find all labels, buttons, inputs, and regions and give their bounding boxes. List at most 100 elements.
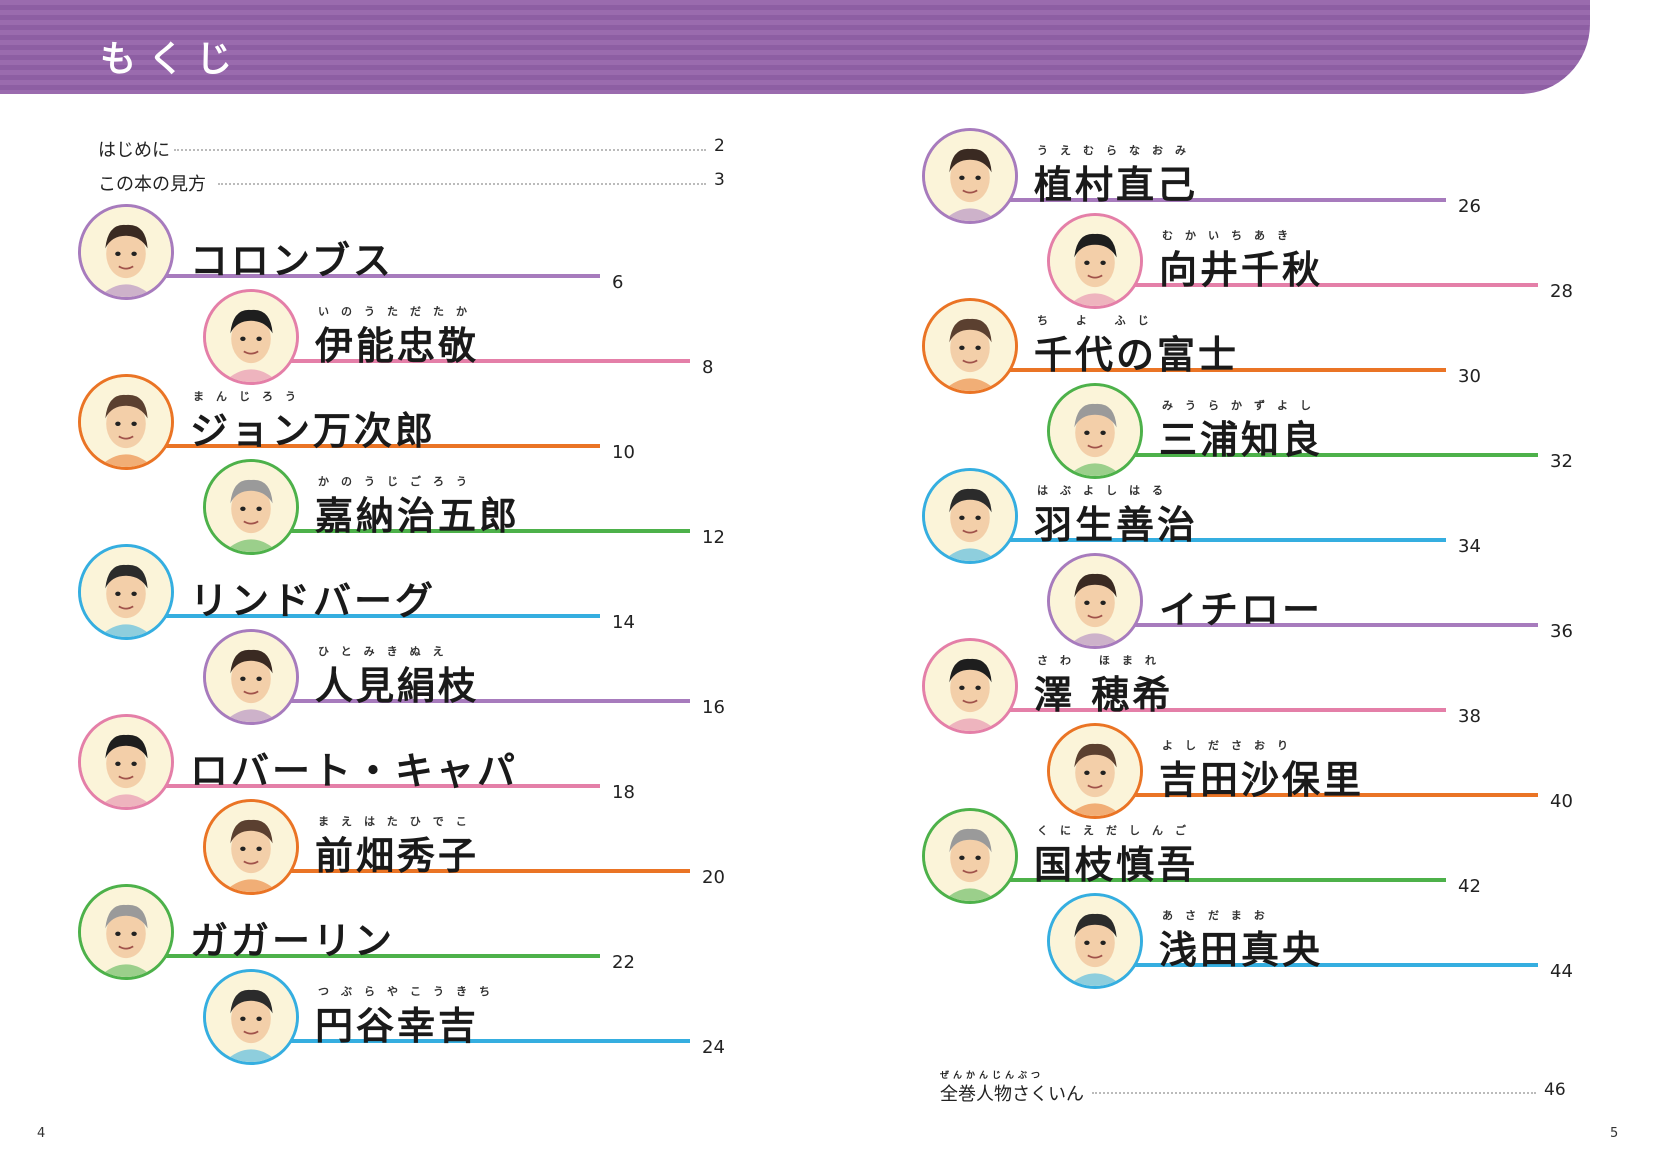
person-name: 向井千秋 — [1159, 248, 1324, 292]
leader-dots — [174, 149, 706, 151]
page-number: 20 — [702, 867, 725, 888]
person-name: イチロー — [1159, 588, 1324, 632]
page-number: 24 — [702, 1037, 725, 1058]
portrait-avatar — [203, 969, 299, 1065]
leader-dots — [218, 183, 706, 185]
page-title: もくじ — [100, 39, 245, 80]
name-ruby: むかいちあき — [1162, 229, 1300, 242]
page-number: 6 — [612, 272, 624, 293]
page-number: 12 — [702, 527, 725, 548]
person-name: ロバート・キャパ — [190, 749, 519, 793]
name-ruby: つぶらやこうきち — [318, 985, 502, 998]
portrait-avatar — [78, 714, 174, 810]
entry-rule — [1010, 538, 1446, 542]
portrait-avatar — [1047, 893, 1143, 989]
entry-rule — [1135, 793, 1538, 797]
entry-rule — [1135, 453, 1538, 457]
portrait-avatar — [203, 799, 299, 895]
page-number-right: 5 — [1610, 1126, 1619, 1141]
person-name: コロンブス — [190, 239, 394, 283]
page-number: 18 — [612, 782, 635, 803]
portrait-avatar — [922, 468, 1018, 564]
person-name: 三浦知良 — [1159, 418, 1324, 462]
name-ruby: さわ ほまれ — [1037, 654, 1168, 667]
page-number: 40 — [1550, 791, 1573, 812]
toc-row-label: 全巻人物さくいん — [940, 1084, 1084, 1105]
person-name: 浅田真央 — [1159, 928, 1324, 972]
toc-row-label: はじめに — [98, 140, 170, 161]
portrait-avatar — [203, 629, 299, 725]
page-number: 16 — [702, 697, 725, 718]
person-name: 植村直己 — [1034, 163, 1199, 207]
person-name: 円谷幸吉 — [315, 1004, 480, 1048]
name-ruby: うえむらなおみ — [1037, 144, 1198, 157]
name-ruby: くにえだしんご — [1037, 824, 1198, 837]
entry-rule — [166, 444, 600, 448]
toc-row-page: 2 — [714, 136, 725, 156]
name-ruby: かのうじごろう — [318, 475, 479, 488]
portrait-avatar — [922, 128, 1018, 224]
entry-rule — [291, 1039, 690, 1043]
toc-row-page: 46 — [1544, 1080, 1566, 1100]
entry-rule — [166, 954, 600, 958]
toc-row-index[interactable]: ぜんかんじんぶつ 全巻人物さくいん 46 — [940, 1068, 1570, 1105]
page-number: 8 — [702, 357, 714, 378]
name-ruby: まんじろう — [193, 390, 308, 403]
name-ruby: まえはたひでこ — [318, 815, 479, 828]
person-name: 嘉納治五郎 — [315, 494, 521, 538]
person-name: 国枝慎吾 — [1034, 843, 1199, 887]
page-number: 32 — [1550, 451, 1573, 472]
page-number: 36 — [1550, 621, 1573, 642]
page-number: 38 — [1458, 706, 1481, 727]
page-number: 10 — [612, 442, 635, 463]
entry-rule — [1010, 198, 1446, 202]
person-name: 伊能忠敬 — [315, 324, 480, 368]
name-ruby: ち よ ふじ — [1037, 314, 1161, 327]
entry-rule — [166, 274, 600, 278]
entry-rule — [1010, 708, 1446, 712]
portrait-avatar — [1047, 213, 1143, 309]
entry-rule — [291, 699, 690, 703]
toc-row-how-to-read[interactable]: この本の見方 3 — [98, 166, 730, 196]
portrait-avatar — [1047, 723, 1143, 819]
portrait-avatar — [78, 204, 174, 300]
portrait-avatar — [922, 808, 1018, 904]
toc-row-page: 3 — [714, 170, 725, 190]
page-number: 22 — [612, 952, 635, 973]
entry-rule — [1010, 368, 1446, 372]
name-ruby: いのうただたか — [318, 305, 479, 318]
portrait-avatar — [1047, 553, 1143, 649]
page-number: 34 — [1458, 536, 1481, 557]
person-name: ジョン万次郎 — [190, 409, 437, 453]
person-name: リンドバーグ — [190, 579, 437, 623]
page-number: 28 — [1550, 281, 1573, 302]
portrait-avatar — [203, 459, 299, 555]
leader-dots — [1092, 1092, 1536, 1094]
portrait-avatar — [78, 884, 174, 980]
person-name: 千代の富士 — [1034, 333, 1240, 377]
toc-row-intro[interactable]: はじめに 2 — [98, 136, 730, 161]
portrait-avatar — [1047, 383, 1143, 479]
portrait-avatar — [922, 638, 1018, 734]
page-number: 30 — [1458, 366, 1481, 387]
toc-row-label: この本の見方 — [98, 174, 206, 195]
person-name: 澤 穂希 — [1034, 673, 1174, 717]
portrait-avatar — [78, 544, 174, 640]
name-ruby: ひとみきぬえ — [318, 645, 456, 658]
toc-header-band: もくじ — [0, 0, 1590, 94]
person-name: 吉田沙保里 — [1159, 758, 1365, 802]
entry-rule — [291, 359, 690, 363]
entry-rule — [1010, 878, 1446, 882]
name-ruby: みうらかずよし — [1162, 399, 1323, 412]
person-name: 人見絹枝 — [315, 664, 480, 708]
entry-rule — [1135, 963, 1538, 967]
entry-rule — [1135, 623, 1538, 627]
page-number: 14 — [612, 612, 635, 633]
page-number: 26 — [1458, 196, 1481, 217]
portrait-avatar — [203, 289, 299, 385]
index-ruby: ぜんかんじんぶつ — [940, 1071, 1045, 1081]
portrait-avatar — [78, 374, 174, 470]
entry-rule — [291, 869, 690, 873]
person-name: 羽生善治 — [1034, 503, 1199, 547]
person-name: 前畑秀子 — [315, 834, 480, 878]
